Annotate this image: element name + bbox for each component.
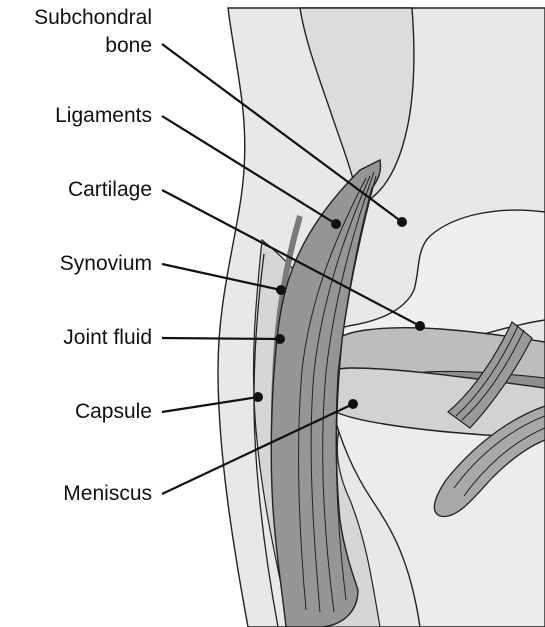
pointer-dot-synovium [276,285,286,295]
label-subchondral-line2: bone [105,34,152,57]
label-ligaments: Ligaments [55,104,152,127]
pointer-dot-ligaments [331,219,341,229]
pointer-dot-subchondral [397,217,407,227]
label-cartilage: Cartilage [68,178,152,201]
label-synovium: Synovium [60,252,152,275]
leader-joint-fluid [162,338,280,339]
pointer-dot-cartilage [415,321,425,331]
pointer-dot-capsule [253,392,263,402]
label-subchondral-line1: Subchondral [34,6,152,29]
label-capsule: Capsule [75,400,152,423]
label-meniscus: Meniscus [63,482,152,505]
pointer-dot-joint-fluid [275,334,285,344]
pointer-dot-meniscus [348,399,358,409]
label-joint-fluid: Joint fluid [63,326,152,349]
